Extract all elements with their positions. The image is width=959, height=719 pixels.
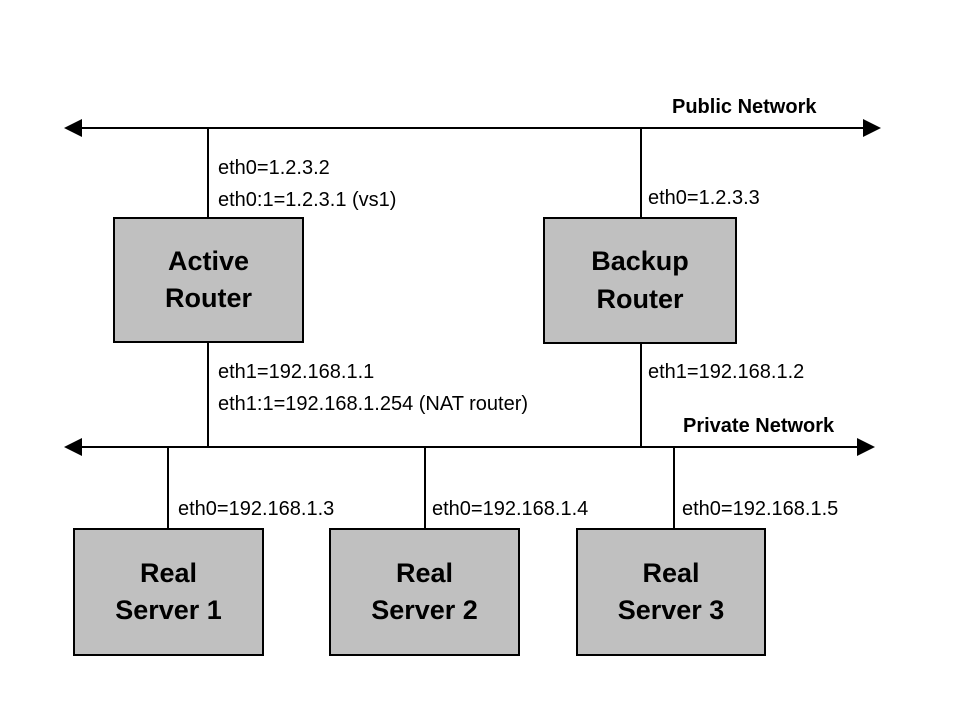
iface-active-eth1-1: eth1:1=192.168.1.254 (NAT router) bbox=[218, 393, 529, 415]
arrow-left-icon bbox=[64, 438, 82, 456]
iface-server2-eth0: eth0=192.168.1.4 bbox=[432, 498, 589, 520]
arrow-right-icon bbox=[863, 119, 881, 137]
arrow-right-icon bbox=[857, 438, 875, 456]
node-real-server-3: Real Server 3 bbox=[576, 528, 766, 656]
iface-active-eth0: eth0=1.2.3.2 bbox=[218, 157, 330, 179]
iface-server3-eth0: eth0=192.168.1.5 bbox=[682, 498, 839, 520]
iface-server1-eth0: eth0=192.168.1.3 bbox=[178, 498, 335, 520]
arrow-left-icon bbox=[64, 119, 82, 137]
iface-backup-eth1: eth1=192.168.1.2 bbox=[648, 361, 805, 383]
node-active-router: Active Router bbox=[113, 217, 304, 343]
iface-active-eth0-1: eth0:1=1.2.3.1 (vs1) bbox=[218, 189, 397, 211]
iface-backup-eth0: eth0=1.2.3.3 bbox=[648, 187, 760, 209]
node-real-server-1: Real Server 1 bbox=[73, 528, 264, 656]
node-real-server-2: Real Server 2 bbox=[329, 528, 520, 656]
node-backup-router: Backup Router bbox=[543, 217, 737, 344]
private-network-label: Private Network bbox=[683, 415, 835, 437]
iface-active-eth1: eth1=192.168.1.1 bbox=[218, 361, 375, 383]
public-network-label: Public Network bbox=[672, 96, 817, 118]
